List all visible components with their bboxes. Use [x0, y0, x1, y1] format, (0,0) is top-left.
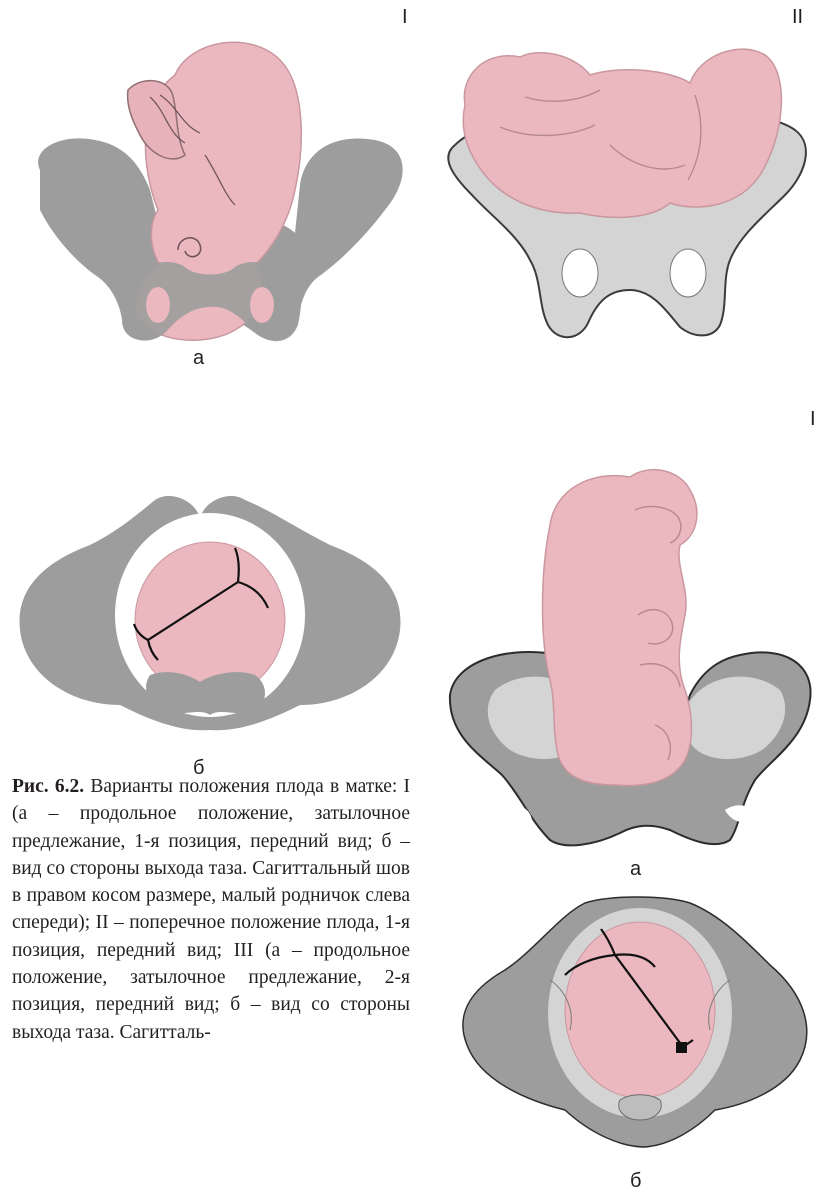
- figure-iii-b-illustration: [455, 895, 820, 1165]
- caption-label: Рис. 6.2.: [12, 776, 84, 797]
- fetal-head: [565, 922, 715, 1098]
- figure-i-a-illustration: [0, 15, 420, 375]
- figure-iii-a-illustration: [440, 455, 820, 855]
- caption-text: Варианты положения плода в матке: I (а –…: [12, 776, 410, 1043]
- figure-caption: Рис. 6.2. Варианты положения плода в мат…: [12, 773, 410, 1046]
- figure-ii-illustration: [430, 35, 820, 355]
- fetus-shape: [543, 470, 697, 786]
- section-label-ii: II: [792, 6, 803, 29]
- figure-iii-b-label: б: [630, 1170, 641, 1193]
- figure-iii-a-label: а: [630, 858, 641, 881]
- section-label-i-middle: I: [810, 408, 816, 431]
- figure-i-b-illustration: [0, 490, 420, 750]
- small-fontanelle-marker: [676, 1042, 687, 1053]
- figure-i-a-label: а: [193, 347, 204, 370]
- fetus-shape: [463, 49, 781, 217]
